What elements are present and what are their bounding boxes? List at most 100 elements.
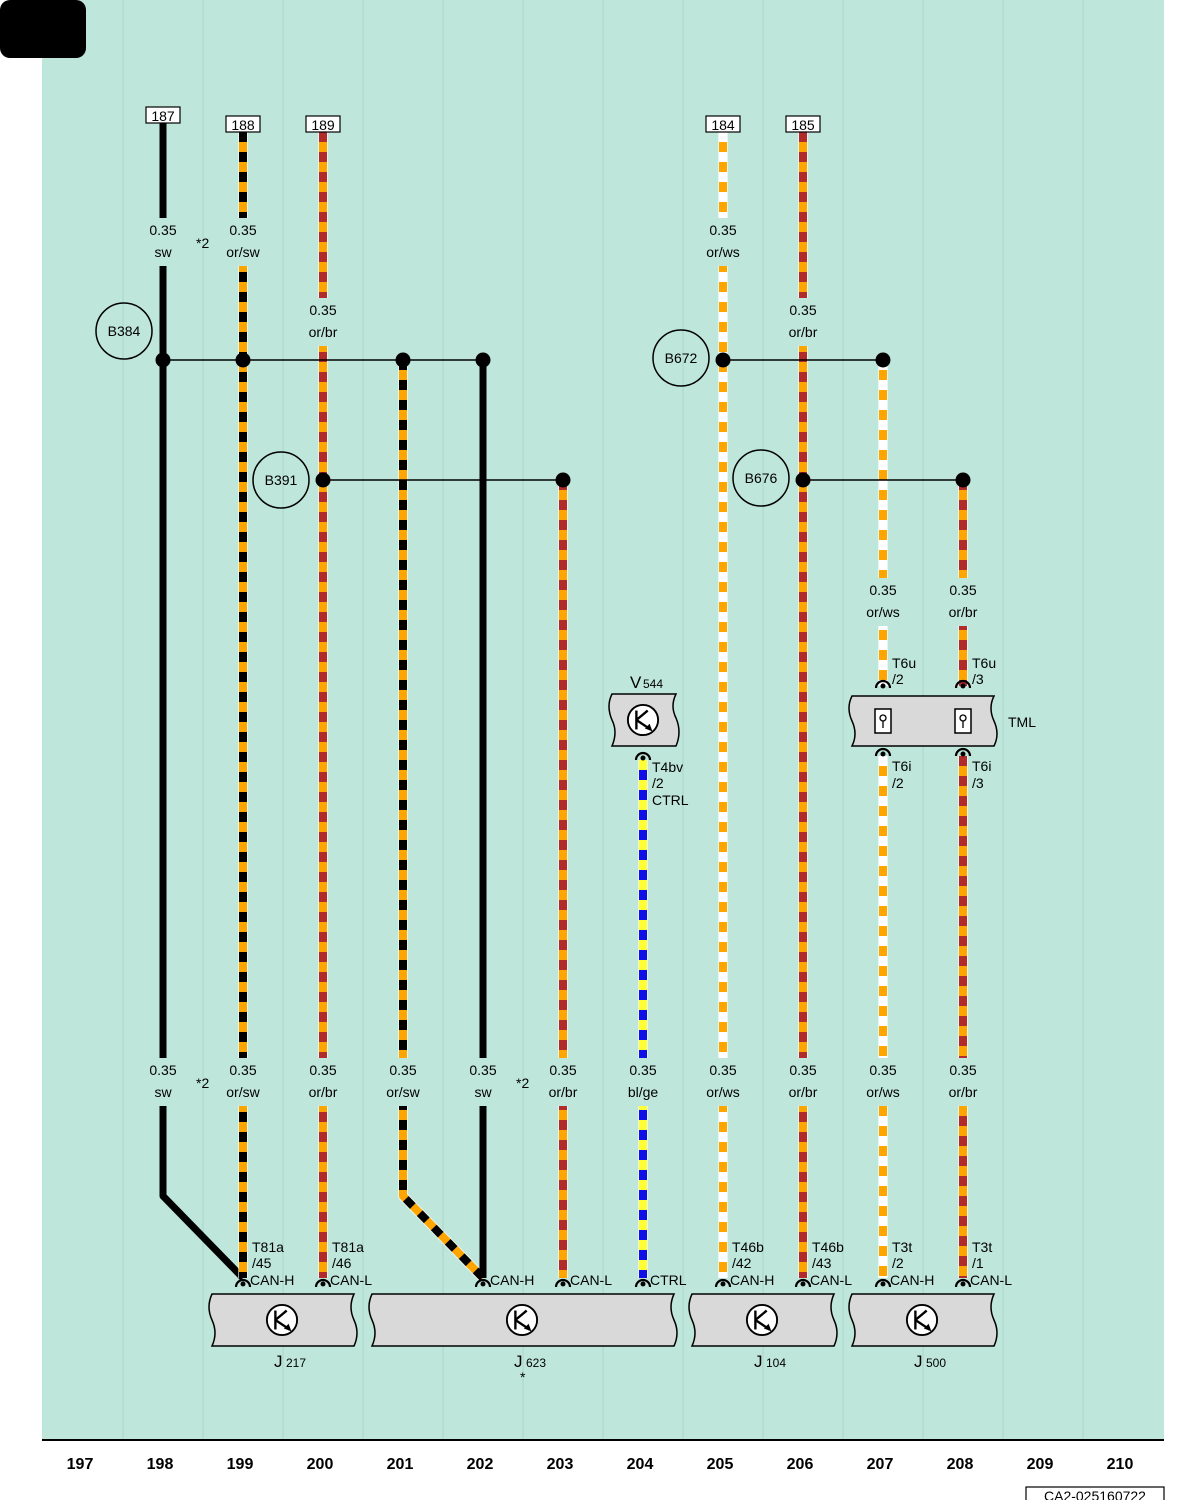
svg-text:or/ws: or/ws bbox=[866, 604, 899, 620]
svg-text:CAN-H: CAN-H bbox=[250, 1272, 294, 1288]
column-number-198: 198 bbox=[147, 1456, 174, 1473]
svg-text:/2: /2 bbox=[892, 1255, 904, 1271]
node-B384[interactable]: B384 bbox=[95, 302, 153, 360]
svg-text:0.35: 0.35 bbox=[629, 1062, 656, 1078]
ref-box-188[interactable]: 188 bbox=[225, 115, 261, 133]
svg-text:CA2-025160722: CA2-025160722 bbox=[1044, 1488, 1146, 1500]
svg-text:T6u: T6u bbox=[892, 655, 916, 671]
connector-pin-dot bbox=[880, 1281, 886, 1287]
svg-text:J: J bbox=[514, 1352, 523, 1371]
svg-text:CTRL: CTRL bbox=[650, 1272, 687, 1288]
wire-label-208-mid: 0.35 or/br bbox=[938, 578, 988, 626]
svg-text:500: 500 bbox=[926, 1356, 946, 1370]
svg-text:/1: /1 bbox=[972, 1255, 984, 1271]
wire-label-200-bot: 0.35 or/br bbox=[298, 1058, 348, 1106]
connector-pin-icon bbox=[634, 751, 652, 761]
svg-text:J: J bbox=[914, 1352, 923, 1371]
svg-text:or/ws: or/ws bbox=[706, 244, 739, 260]
svg-text:or/sw: or/sw bbox=[226, 1084, 260, 1100]
svg-text:T81a: T81a bbox=[332, 1239, 364, 1255]
svg-text:104: 104 bbox=[766, 1356, 786, 1370]
module-connector-pins bbox=[234, 1278, 972, 1288]
svg-text:CAN-L: CAN-L bbox=[970, 1272, 1012, 1288]
ref-box-184[interactable]: 184 bbox=[705, 115, 741, 133]
column-number-202: 202 bbox=[467, 1456, 494, 1473]
column-number-197: 197 bbox=[67, 1456, 94, 1473]
connector-pin-icon bbox=[234, 1278, 252, 1288]
connector-pin-icon bbox=[874, 747, 892, 757]
note-star2-bottom-mid: *2 bbox=[516, 1075, 529, 1091]
svg-text:544: 544 bbox=[643, 677, 663, 691]
svg-text:0.35: 0.35 bbox=[709, 222, 736, 238]
wire-label-199-bot: 0.35 or/sw bbox=[218, 1058, 268, 1106]
svg-text:TML: TML bbox=[1008, 714, 1036, 730]
junction-dot bbox=[795, 472, 811, 488]
svg-text:0.35: 0.35 bbox=[549, 1062, 576, 1078]
connector-pin-icon bbox=[954, 747, 972, 757]
connector-pin-dot bbox=[640, 1281, 646, 1287]
connector-pin-dot bbox=[720, 1281, 726, 1287]
svg-text:0.35: 0.35 bbox=[149, 1062, 176, 1078]
connector-pin-icon bbox=[314, 1278, 332, 1288]
wire-label-204-bot: 0.35 bl/ge bbox=[618, 1058, 668, 1106]
wire-label-207-mid: 0.35 or/ws bbox=[858, 578, 908, 626]
svg-text:T6i: T6i bbox=[892, 758, 911, 774]
svg-text:0.35: 0.35 bbox=[229, 222, 256, 238]
wire-label-208-bot: 0.35 or/br bbox=[938, 1058, 988, 1106]
junction-dot bbox=[955, 472, 971, 488]
svg-text:or/sw: or/sw bbox=[226, 244, 260, 260]
svg-text:CAN-L: CAN-L bbox=[330, 1272, 372, 1288]
svg-text:T6u: T6u bbox=[972, 655, 996, 671]
column-number-204: 204 bbox=[627, 1456, 654, 1473]
control-unit-icon bbox=[505, 1303, 539, 1337]
svg-text:T6i: T6i bbox=[972, 758, 991, 774]
svg-text:/42: /42 bbox=[732, 1255, 752, 1271]
ref-box-185[interactable]: 185 bbox=[785, 115, 821, 133]
control-unit-icon bbox=[905, 1303, 939, 1337]
svg-text:0.35: 0.35 bbox=[309, 1062, 336, 1078]
svg-text:B384: B384 bbox=[108, 323, 141, 339]
junction-dot bbox=[475, 352, 491, 368]
wire-label-200-top: 0.35 or/br bbox=[298, 298, 348, 346]
wire-label-201-bot: 0.35 or/sw bbox=[378, 1058, 428, 1106]
svg-text:J: J bbox=[274, 1352, 283, 1371]
wire-label-198-bot: 0.35 sw bbox=[138, 1058, 188, 1106]
svg-text:or/br: or/br bbox=[789, 1084, 818, 1100]
svg-text:/2: /2 bbox=[892, 671, 904, 687]
svg-text:/3: /3 bbox=[972, 775, 984, 791]
svg-text:CAN-L: CAN-L bbox=[570, 1272, 612, 1288]
wire-label-198-top: 0.35 sw bbox=[138, 218, 188, 266]
svg-text:CAN-L: CAN-L bbox=[810, 1272, 852, 1288]
ref-box-187[interactable]: 187 bbox=[145, 106, 181, 124]
wire-label-205-bot: 0.35 or/ws bbox=[698, 1058, 748, 1106]
node-B672[interactable]: B672 bbox=[652, 329, 710, 387]
svg-text:/2: /2 bbox=[652, 775, 664, 791]
svg-text:*: * bbox=[520, 1369, 526, 1385]
node-B676[interactable]: B676 bbox=[732, 449, 790, 507]
connector-pin-icon bbox=[954, 679, 972, 689]
svg-text:or/ws: or/ws bbox=[866, 1084, 899, 1100]
connector-TML[interactable]: TML T6u /2 T6u /3 T6i /2 T6i /3 bbox=[848, 655, 1036, 791]
svg-text:or/br: or/br bbox=[309, 1084, 338, 1100]
connector-pin-dot bbox=[960, 1281, 966, 1287]
ref-box-189[interactable]: 189 bbox=[305, 115, 341, 133]
svg-text:189: 189 bbox=[311, 117, 335, 133]
column-number-210: 210 bbox=[1107, 1456, 1134, 1473]
connector-pin-icon bbox=[714, 1278, 732, 1288]
node-B391[interactable]: B391 bbox=[252, 451, 310, 509]
connector-pin-icon bbox=[874, 679, 892, 689]
svg-text:T46b: T46b bbox=[732, 1239, 764, 1255]
page-corner-tab bbox=[0, 0, 86, 58]
wire-label-205-top: 0.35 or/ws bbox=[698, 218, 748, 266]
svg-text:0.35: 0.35 bbox=[469, 1062, 496, 1078]
junction-dot bbox=[155, 352, 171, 368]
svg-text:0.35: 0.35 bbox=[869, 582, 896, 598]
svg-text:184: 184 bbox=[711, 117, 735, 133]
junction-dot bbox=[715, 352, 731, 368]
connector-pin-dot bbox=[240, 1281, 246, 1287]
